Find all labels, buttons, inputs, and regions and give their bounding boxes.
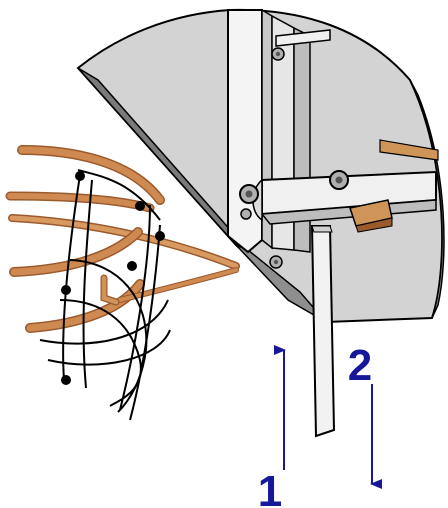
bolts	[239, 47, 349, 269]
bolt	[329, 170, 349, 190]
copper-rods	[5, 145, 240, 333]
bolt	[239, 184, 259, 204]
callout-2: 2	[348, 341, 372, 390]
callout-1: 1	[258, 467, 282, 508]
bolt	[240, 208, 252, 220]
crossbar	[252, 170, 437, 225]
wire-cage	[39, 169, 171, 421]
bracket-block	[349, 199, 393, 233]
bolt	[271, 47, 285, 61]
bolt	[269, 255, 283, 269]
slider-rod	[310, 225, 336, 438]
